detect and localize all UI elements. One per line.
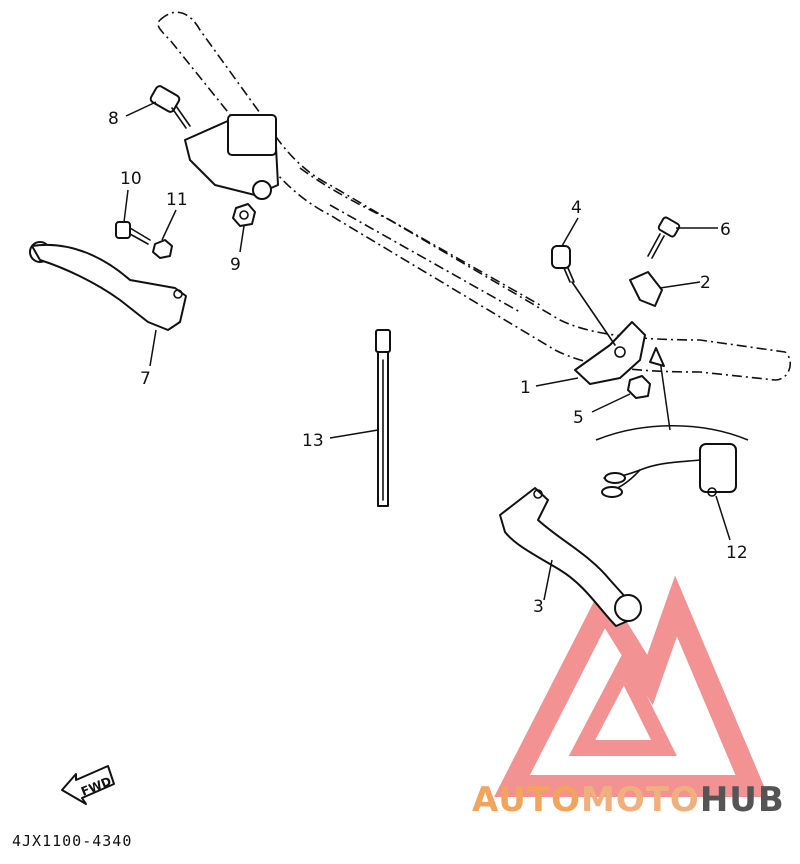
drawing-code: 4JX1100-4340 <box>12 832 133 850</box>
clamp-2 <box>629 271 663 307</box>
watermark-text-hub: HUB <box>699 780 785 820</box>
callout-2: 2 <box>700 273 711 293</box>
callout-11: 11 <box>166 190 188 210</box>
switch-12 <box>595 347 749 498</box>
watermark-text-auto: AUTO <box>472 780 581 820</box>
bolt-10 <box>115 221 151 245</box>
bolt-4 <box>551 245 575 283</box>
callout-12: 12 <box>726 543 748 563</box>
lever-7 <box>29 241 187 331</box>
cable-tie-13 <box>375 329 391 507</box>
callout-13: 13 <box>302 431 324 451</box>
callout-6: 6 <box>720 220 731 240</box>
callout-9: 9 <box>230 255 241 275</box>
bolt-8 <box>149 85 191 129</box>
callouts: 1 2 3 4 5 6 7 8 9 10 11 12 13 <box>108 109 748 617</box>
callout-1: 1 <box>520 378 531 398</box>
screw-6 <box>647 216 681 259</box>
fwd-arrow-icon: FWD <box>61 765 115 805</box>
nut-11 <box>152 239 173 259</box>
watermark-logo-icon <box>494 575 769 797</box>
callout-5: 5 <box>573 408 584 428</box>
nut-9 <box>232 203 256 227</box>
callout-3: 3 <box>533 597 544 617</box>
handlebar <box>157 11 791 381</box>
callout-7: 7 <box>140 369 151 389</box>
watermark-text-moto: MOTO <box>580 780 700 820</box>
master-cylinder <box>184 114 279 200</box>
leader-lines <box>123 101 731 601</box>
callout-8: 8 <box>108 109 119 129</box>
callout-4: 4 <box>571 198 582 218</box>
lever-holder-1 <box>571 281 646 385</box>
callout-10: 10 <box>120 169 142 189</box>
watermark-text: AUTOMOTOHUB <box>472 780 785 820</box>
lever-3 <box>499 487 642 627</box>
nut-5 <box>627 375 651 399</box>
